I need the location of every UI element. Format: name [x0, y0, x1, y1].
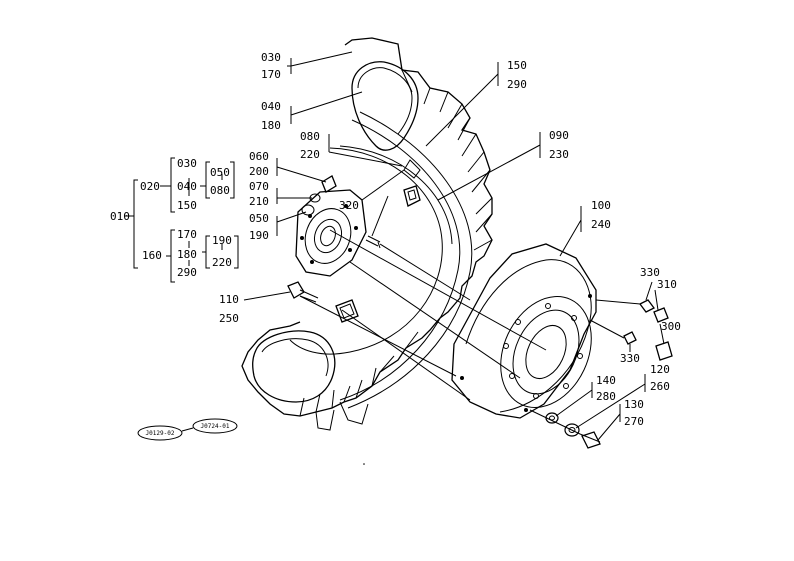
tree-220: 220 [212, 256, 232, 269]
callout-070: 070 [249, 180, 269, 193]
bolt-110 [287, 281, 319, 303]
callout-090: 090 [549, 129, 569, 142]
callout-labels: 030 170 040 180 150 290 080 220 090 230 … [110, 51, 681, 428]
callout-260: 260 [650, 380, 670, 393]
callout-150: 150 [507, 59, 527, 72]
callout-300: 300 [661, 320, 681, 333]
callout-060: 060 [249, 150, 269, 163]
flange-disc [451, 243, 597, 419]
callout-290: 290 [507, 78, 527, 91]
part-tree [124, 157, 239, 283]
stamp-left: J0129-02 [146, 430, 175, 437]
tree-170: 170 [177, 228, 197, 241]
tree-290: 290 [177, 266, 197, 279]
callout-120: 120 [650, 363, 670, 376]
callout-130: 130 [624, 398, 644, 411]
callout-280: 280 [596, 390, 616, 403]
callout-240: 240 [591, 218, 611, 231]
tree-160: 160 [142, 249, 162, 262]
callout-030: 030 [261, 51, 281, 64]
tree-180: 180 [177, 248, 197, 261]
callout-250: 250 [219, 312, 239, 325]
tree-150: 150 [177, 199, 197, 212]
tree-030: 030 [177, 157, 197, 170]
callout-210: 210 [249, 195, 269, 208]
callout-050: 050 [249, 212, 269, 225]
tree-050: 050 [210, 166, 230, 179]
stamp-right: J0724-01 [201, 423, 230, 430]
stamps: J0129-02 J0724-01 [137, 418, 238, 441]
callout-310: 310 [657, 278, 677, 291]
callout-270: 270 [624, 415, 644, 428]
callout-220: 220 [300, 148, 320, 161]
callout-330-bottom: 330 [620, 352, 640, 365]
callout-190: 190 [249, 229, 269, 242]
tree-190: 190 [212, 234, 232, 247]
tree-010: 010 [110, 210, 130, 223]
callout-100: 100 [591, 199, 611, 212]
callout-110: 110 [219, 293, 239, 306]
tree-020: 020 [140, 180, 160, 193]
right-fasteners [545, 299, 673, 449]
callout-170: 170 [261, 68, 281, 81]
callout-330-top: 330 [640, 266, 660, 279]
leader-lines [243, 51, 665, 443]
callout-320: 320 [339, 199, 359, 212]
lugged-wheel [241, 37, 493, 431]
callout-230: 230 [549, 148, 569, 161]
tree-040: 040 [177, 180, 197, 193]
tree-080: 080 [210, 184, 230, 197]
callout-140: 140 [596, 374, 616, 387]
callout-180: 180 [261, 119, 281, 132]
callout-080: 080 [300, 130, 320, 143]
callout-200: 200 [249, 165, 269, 178]
callout-040: 040 [261, 100, 281, 113]
